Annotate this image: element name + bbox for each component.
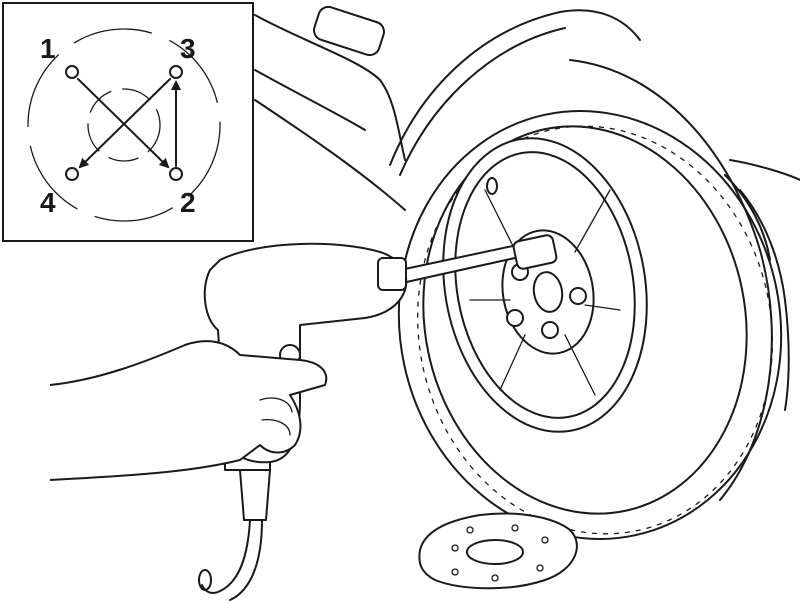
car-body — [254, 5, 800, 411]
air-hose — [198, 469, 271, 601]
socket — [512, 234, 558, 270]
lug-position-2 — [169, 167, 183, 181]
tightening-sequence-inset: 1 3 4 2 — [2, 2, 254, 242]
label-4: 4 — [40, 187, 56, 218]
wheel-nut — [569, 287, 587, 305]
label-3: 3 — [180, 33, 196, 64]
arrow-3-to-4 — [78, 78, 171, 169]
wheel-nut — [541, 321, 559, 339]
valve-stem — [486, 177, 498, 195]
lug-position-4 — [65, 167, 79, 181]
arrow-1-to-2 — [77, 78, 170, 169]
hand — [49, 340, 328, 481]
wheel-nut — [506, 309, 524, 327]
wheel-cover — [418, 512, 578, 590]
lug-position-3 — [169, 65, 183, 79]
label-1: 1 — [40, 33, 56, 64]
wheel-rim — [442, 137, 648, 433]
door-handle — [313, 5, 385, 57]
label-2: 2 — [180, 187, 196, 218]
lug-position-1 — [65, 65, 79, 79]
